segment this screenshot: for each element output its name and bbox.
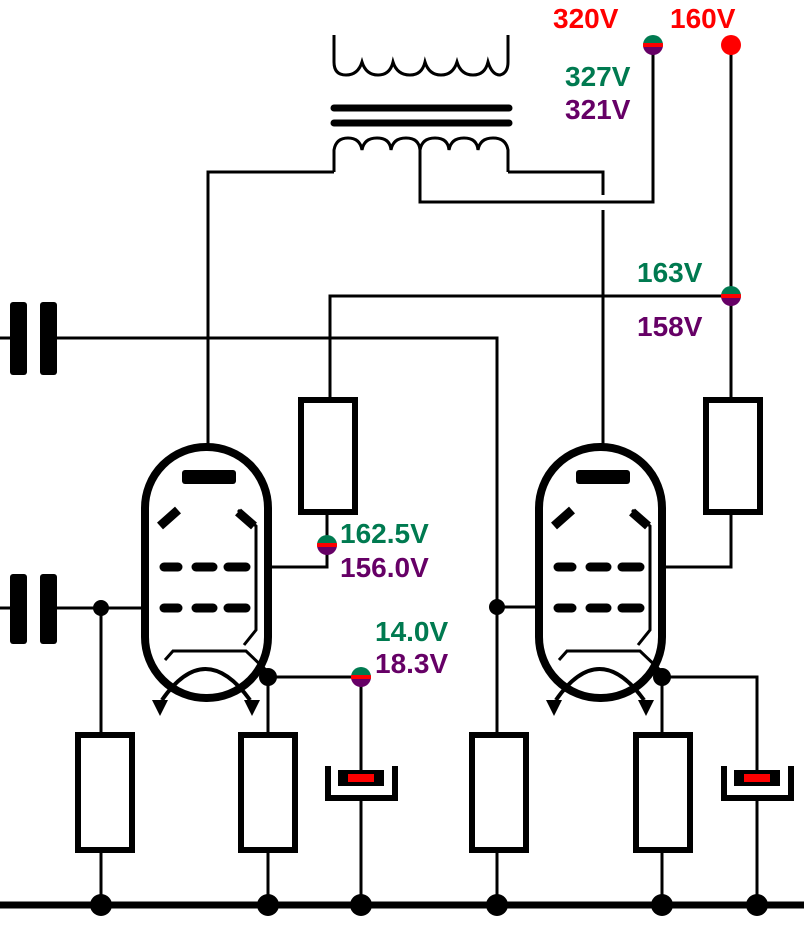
test-point-160v (721, 35, 741, 55)
left-grid-resistor (75, 732, 135, 853)
screen-grid-reading-a: 162.5V (340, 518, 429, 549)
right-cathode-bypass-capacitor (721, 766, 794, 801)
right-screen-wire (662, 512, 733, 569)
test-point-cathode (350, 666, 372, 688)
screen-bus-wire (328, 294, 731, 400)
left-screen-resistor (298, 397, 358, 515)
label-160v: 160V (670, 3, 736, 34)
screen-supply-reading-b: 158V (637, 311, 703, 342)
left-screen-wire (268, 512, 329, 569)
left-anode-wire (206, 170, 334, 447)
screen-grid-reading-b: 156.0V (340, 552, 429, 583)
right-pentode-tube (539, 447, 662, 716)
right-grid-resistor (469, 732, 529, 853)
left-cathode-bypass-capacitor (325, 766, 398, 801)
right-screen-resistor (703, 397, 763, 515)
test-point-screen-supply (720, 285, 742, 307)
label-320v: 320V (553, 3, 619, 34)
cathode-reading-b: 18.3V (375, 648, 449, 679)
test-point-screen-grid (316, 534, 338, 556)
left-cathode-resistor (238, 732, 298, 853)
junction-dots (90, 599, 768, 916)
anode-supply-reading-a: 327V (565, 61, 631, 92)
right-cathode-wire (660, 675, 759, 905)
anode-supply-reading-b: 321V (565, 94, 631, 125)
upper-coupling-capacitor (10, 302, 57, 375)
center-tap-wire (418, 45, 655, 204)
screen-supply-reading-a: 163V (637, 257, 703, 288)
right-anode-wire (508, 170, 605, 447)
right-cathode-resistor (633, 732, 693, 853)
test-point-anode-supply (642, 34, 664, 56)
left-pentode-tube (145, 447, 268, 716)
cathode-reading-a: 14.0V (375, 616, 449, 647)
lower-coupling-capacitor (10, 574, 57, 644)
